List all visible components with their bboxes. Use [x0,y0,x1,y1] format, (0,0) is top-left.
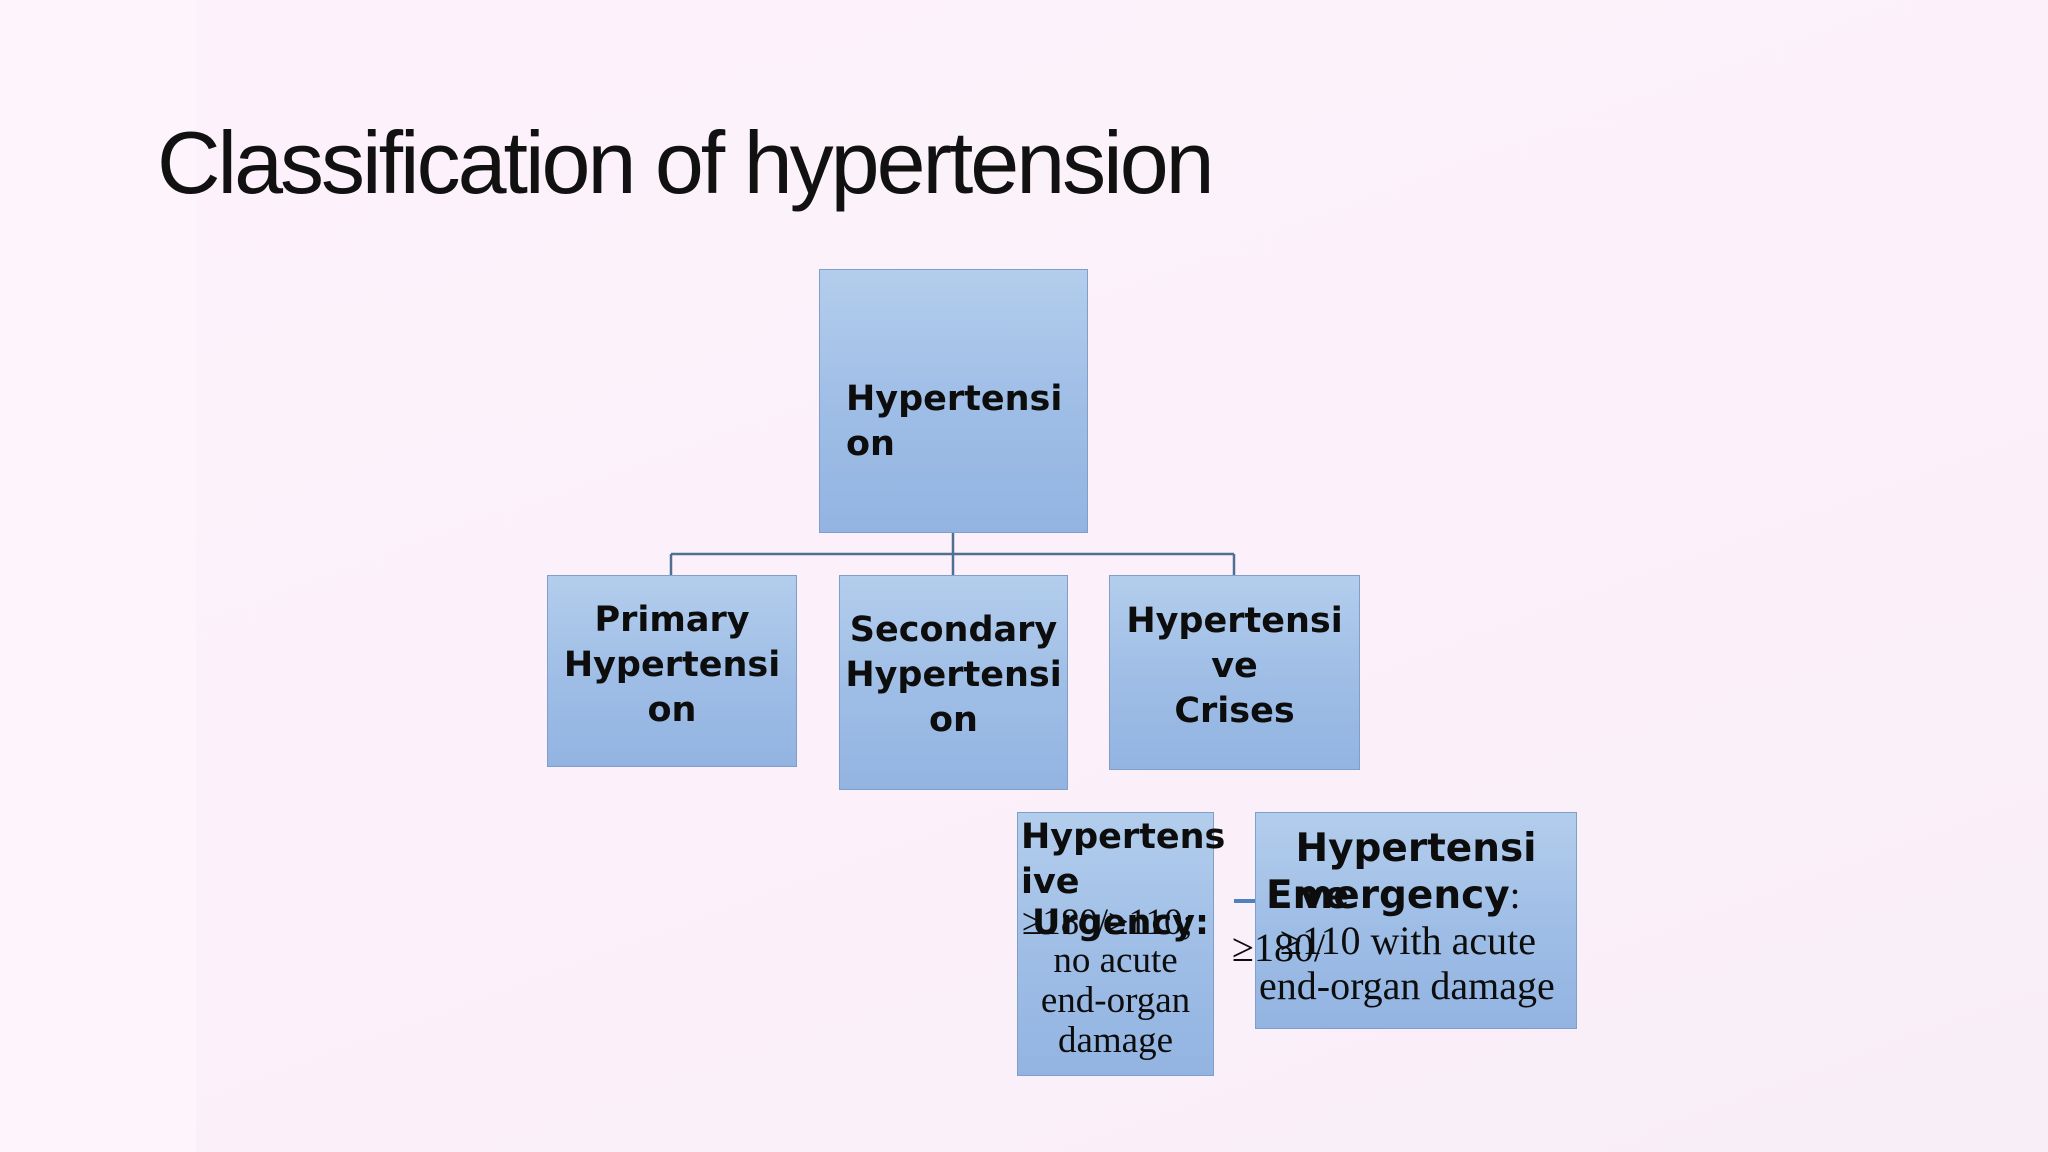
emergency-heading: Hypertensi [1295,826,1537,871]
emergency-heading-line2: Emergency: [1266,873,1576,918]
connector-root-to-children [669,532,1236,575]
emergency-colon: : [1509,874,1521,917]
emergency-criteria-lead: ≥180/ [1232,925,1326,970]
node-hypertensive-urgency: Hypertens ive ≥180/≥110; Urgency: no acu… [1017,812,1226,1076]
node-hypertensive-emergency: Hypertensi ve Emergency: ≥110 with acute… [1255,812,1577,1029]
emergency-word: Emergency [1266,873,1510,918]
node-primary-hypertension: Primary Hypertensi on [547,575,797,767]
urgency-detail: no acute end-organ damage [1040,940,1191,1061]
node-hypertensive-crises: Hypertensi ve Crises [1109,575,1360,770]
urgency-criteria: ≥180/≥110; [1022,902,1193,943]
slide-left-margin [0,0,196,1152]
node-secondary-hypertension: Secondary Hypertensi on [839,575,1068,790]
node-secondary-hypertension-label: Secondary Hypertensi on [845,610,1062,740]
node-hypertension-label: Hypertensi on [846,379,1063,464]
slide-title: Classification of hypertension [157,113,1215,212]
emergency-detail: end-organ damage [1259,963,1555,1008]
node-hypertensive-crises-label: Hypertensi ve Crises [1126,601,1343,731]
node-hypertension: Hypertensi on [819,269,1088,533]
urgency-heading: Hypertens ive [1021,817,1226,902]
emergency-heading-tail: ve [1300,874,1350,917]
emergency-criteria: ≥110 with acute [1280,918,1536,963]
node-primary-hypertension-label: Primary Hypertensi on [563,600,781,730]
urgency-heading-tail: Urgency: [1032,903,1209,943]
